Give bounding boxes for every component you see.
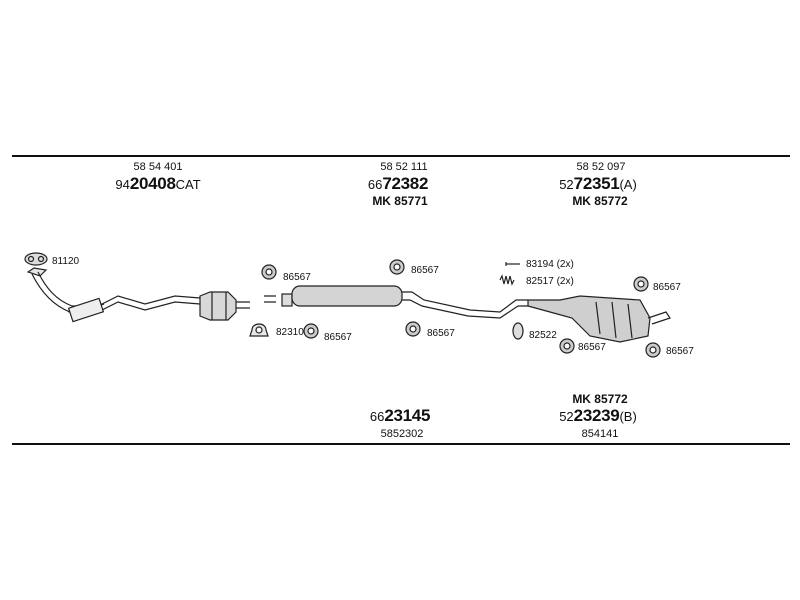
part-82310-label: 82310 <box>276 327 304 338</box>
part-86567-label: 86567 <box>666 346 694 357</box>
g2-part-number: 6672382 <box>367 174 429 193</box>
pipe-clamp-icon <box>249 323 269 337</box>
front-pipe-icon <box>26 267 201 323</box>
rubber-hanger-icon <box>389 259 405 275</box>
rubber-hanger-icon <box>633 276 649 292</box>
bottom-rule <box>12 443 790 445</box>
gasket-icon <box>24 252 48 266</box>
g2-oe-number: 58 52 111 <box>380 161 428 173</box>
spring-icon <box>499 274 515 286</box>
part-86567-label: 86567 <box>653 282 681 293</box>
part-82522-label: 82522 <box>529 330 557 341</box>
b2-oe-number: 854141 <box>581 428 619 440</box>
b2-part-number: 5223239(B) <box>559 406 637 425</box>
g3-part-number: 5272351(A) <box>559 174 637 193</box>
rubber-hanger-icon <box>303 323 319 339</box>
b1-oe-number: 5852302 <box>380 428 424 440</box>
middle-silencer-icon <box>291 285 528 319</box>
part-86567-label: 86567 <box>578 342 606 353</box>
catalytic-converter-icon <box>199 291 250 321</box>
rubber-hanger-icon <box>261 264 277 280</box>
part-82517-label: 82517 (2x) <box>526 276 574 287</box>
rubber-hanger-icon <box>559 338 575 354</box>
clamp-icon <box>264 293 293 307</box>
g3-mount-kit: MK 85772 <box>572 194 628 208</box>
part-83194-label: 83194 (2x) <box>526 259 574 270</box>
top-rule <box>12 155 790 157</box>
part-86567-label: 86567 <box>411 265 439 276</box>
b1-part-number: 6623145 <box>369 406 431 425</box>
g2-mount-kit: MK 85771 <box>372 194 428 208</box>
g1-part-number: 9420408CAT <box>115 174 201 193</box>
rubber-hanger-icon <box>405 321 421 337</box>
part-86567-label: 86567 <box>427 328 455 339</box>
g1-oe-number: 58 54 401 <box>133 161 183 173</box>
part-86567-label: 86567 <box>324 332 352 343</box>
ring-gasket-icon <box>512 322 524 340</box>
g3-oe-number: 58 52 097 <box>576 161 626 173</box>
bolt-icon <box>505 262 520 266</box>
rubber-hanger-icon <box>645 342 661 358</box>
b2-mount-kit: MK 85772 <box>572 392 628 406</box>
rear-silencer-icon <box>527 295 671 343</box>
part-86567-label: 86567 <box>283 272 311 283</box>
part-81120-label: 81120 <box>52 256 80 267</box>
